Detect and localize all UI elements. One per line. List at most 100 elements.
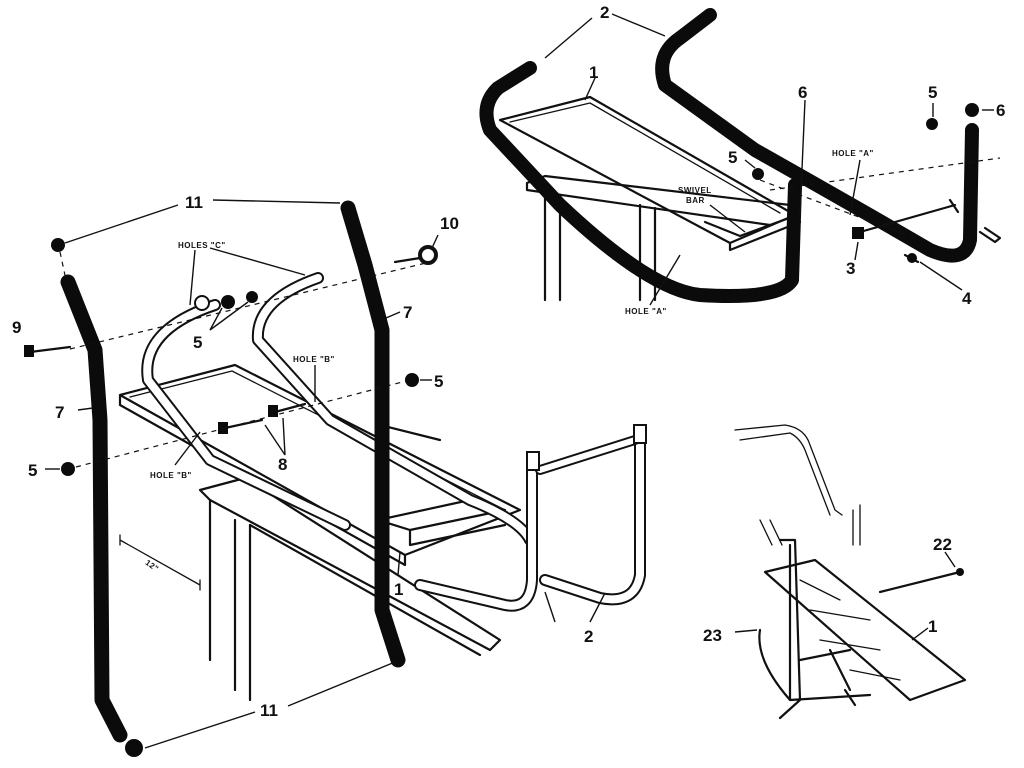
- top-nut-5-center: [752, 168, 764, 180]
- top-left-dark-tube: [479, 61, 802, 303]
- dimension-line: [119, 534, 201, 591]
- front-tube-cap-left: [526, 451, 540, 471]
- cap-bottom-left: [125, 739, 143, 757]
- leader-7-right: [385, 311, 401, 319]
- leader-1-small: [911, 627, 929, 641]
- note-hole-a-right: HOLE "A": [832, 149, 874, 158]
- leader-hole-b-left: [174, 431, 201, 466]
- note-hole-b-left: HOLE "B": [150, 471, 192, 480]
- main-dark-tube-left: [60, 274, 128, 743]
- callout-10: 10: [440, 214, 459, 233]
- leader-holes-c: [189, 247, 306, 306]
- main-bench-legs: [208, 498, 252, 702]
- callout-7-left: 7: [55, 403, 64, 422]
- top-alignment-line-b: [759, 179, 921, 241]
- callout-9: 9: [12, 318, 21, 337]
- leader-hole-a-right: [849, 159, 861, 216]
- top-board-inner: [509, 102, 781, 214]
- eye-bolt-10-ring: [418, 245, 438, 265]
- callout-2-mid: 2: [584, 627, 593, 646]
- bolt-9: [28, 345, 72, 354]
- callout-5-top-b: 5: [928, 83, 937, 102]
- note-hole-a-bottom: HOLE "A": [625, 307, 667, 316]
- callout-3: 3: [846, 259, 855, 278]
- leader-swivel: [709, 204, 746, 233]
- callout-1-small: 1: [928, 617, 937, 636]
- bolt-4-head: [907, 253, 917, 263]
- inset-frame-tubes: [758, 538, 872, 720]
- inset-pin-22-head: [956, 568, 964, 576]
- callout-23: 23: [703, 626, 722, 645]
- leader-10: [431, 234, 439, 249]
- callout-5-left-b: 5: [28, 461, 37, 480]
- callout-1-mid: 1: [394, 580, 403, 599]
- top-tube-end: [978, 226, 1002, 244]
- front-tube-cap-right: [633, 424, 647, 444]
- callout-1-top: 1: [589, 63, 598, 82]
- leader-4: [919, 261, 963, 291]
- nut-5-left: [61, 462, 75, 476]
- nut-5-a: [221, 295, 235, 309]
- leader-8: [264, 417, 286, 456]
- main-alignment-line-middle: [75, 379, 411, 468]
- leader-1-mid: [397, 551, 401, 576]
- cap-top-left: [51, 238, 65, 252]
- top-nut-5-right: [926, 118, 938, 130]
- callout-4: 4: [962, 289, 972, 308]
- inset-board: [763, 558, 967, 702]
- main-dark-tube-right: [340, 200, 406, 668]
- top-nut-6-right: [965, 103, 979, 117]
- leader-3: [854, 241, 859, 261]
- top-right-dark-tube: [655, 8, 979, 263]
- nut-5-hole-c-a: [194, 295, 210, 311]
- main-alignment-line-cap: [59, 251, 67, 281]
- inset-pin-22: [878, 570, 962, 594]
- callout-11-top: 11: [185, 193, 203, 212]
- note-dimension: 12": [144, 558, 161, 574]
- callout-5-top-a: 5: [728, 148, 737, 167]
- note-holes-c: HOLES "C": [178, 241, 226, 250]
- main-assembly: 11 10 7 9 5 7 5 8 5 1 2 11 HOLES "C" HOL…: [12, 193, 647, 757]
- inset-frame-outline: [734, 424, 861, 546]
- bolt-9-head: [24, 345, 34, 357]
- nut-5-right: [405, 373, 419, 387]
- note-swivel: SWIVEL: [678, 186, 712, 195]
- main-bench-frame: [248, 423, 482, 657]
- callout-5-right: 5: [434, 372, 443, 391]
- note-hole-b-right: HOLE "B": [293, 355, 335, 364]
- top-assembly: 2 1 6 5 5 6 3 4 HOLE "A" SWIVEL BAR HOLE…: [479, 3, 1005, 316]
- bolt-8-left-head: [218, 422, 228, 434]
- small-inset-assembly: 22 23 1: [703, 424, 967, 720]
- leader-6-top: [799, 99, 806, 216]
- bolt-8-right: [273, 402, 307, 414]
- bolt-3-head: [852, 227, 864, 239]
- main-bench-top: [198, 476, 502, 652]
- note-bar: BAR: [686, 196, 705, 205]
- callout-5-left-a: 5: [193, 333, 202, 352]
- callout-2-top: 2: [600, 3, 609, 22]
- top-bolt-3: [858, 198, 960, 234]
- top-table-legs: [543, 188, 657, 302]
- callout-6-top-a: 6: [798, 83, 807, 102]
- bolt-8-right-head: [268, 405, 278, 417]
- inset-board-shading: [799, 579, 901, 681]
- bolt-8-left: [223, 418, 264, 430]
- callout-11-bottom: 11: [260, 701, 278, 720]
- leader-11-top: [64, 199, 341, 244]
- leader-5-top-center: [744, 159, 756, 169]
- leader-23: [734, 629, 758, 633]
- eye-bolt-10: [393, 256, 422, 264]
- leader-7-left: [77, 407, 94, 411]
- nut-5-b: [246, 291, 258, 303]
- leader-2-top: [544, 13, 666, 59]
- callout-22: 22: [933, 535, 952, 554]
- leader-11-bottom: [144, 661, 396, 749]
- leader-1-top: [584, 77, 596, 101]
- callout-7-right: 7: [403, 303, 412, 322]
- leader-hole-a-bottom: [649, 254, 681, 306]
- leader-22: [944, 551, 956, 568]
- leader-5-left-a: [209, 301, 249, 331]
- callout-8: 8: [278, 455, 287, 474]
- leader-2-mid: [544, 591, 606, 623]
